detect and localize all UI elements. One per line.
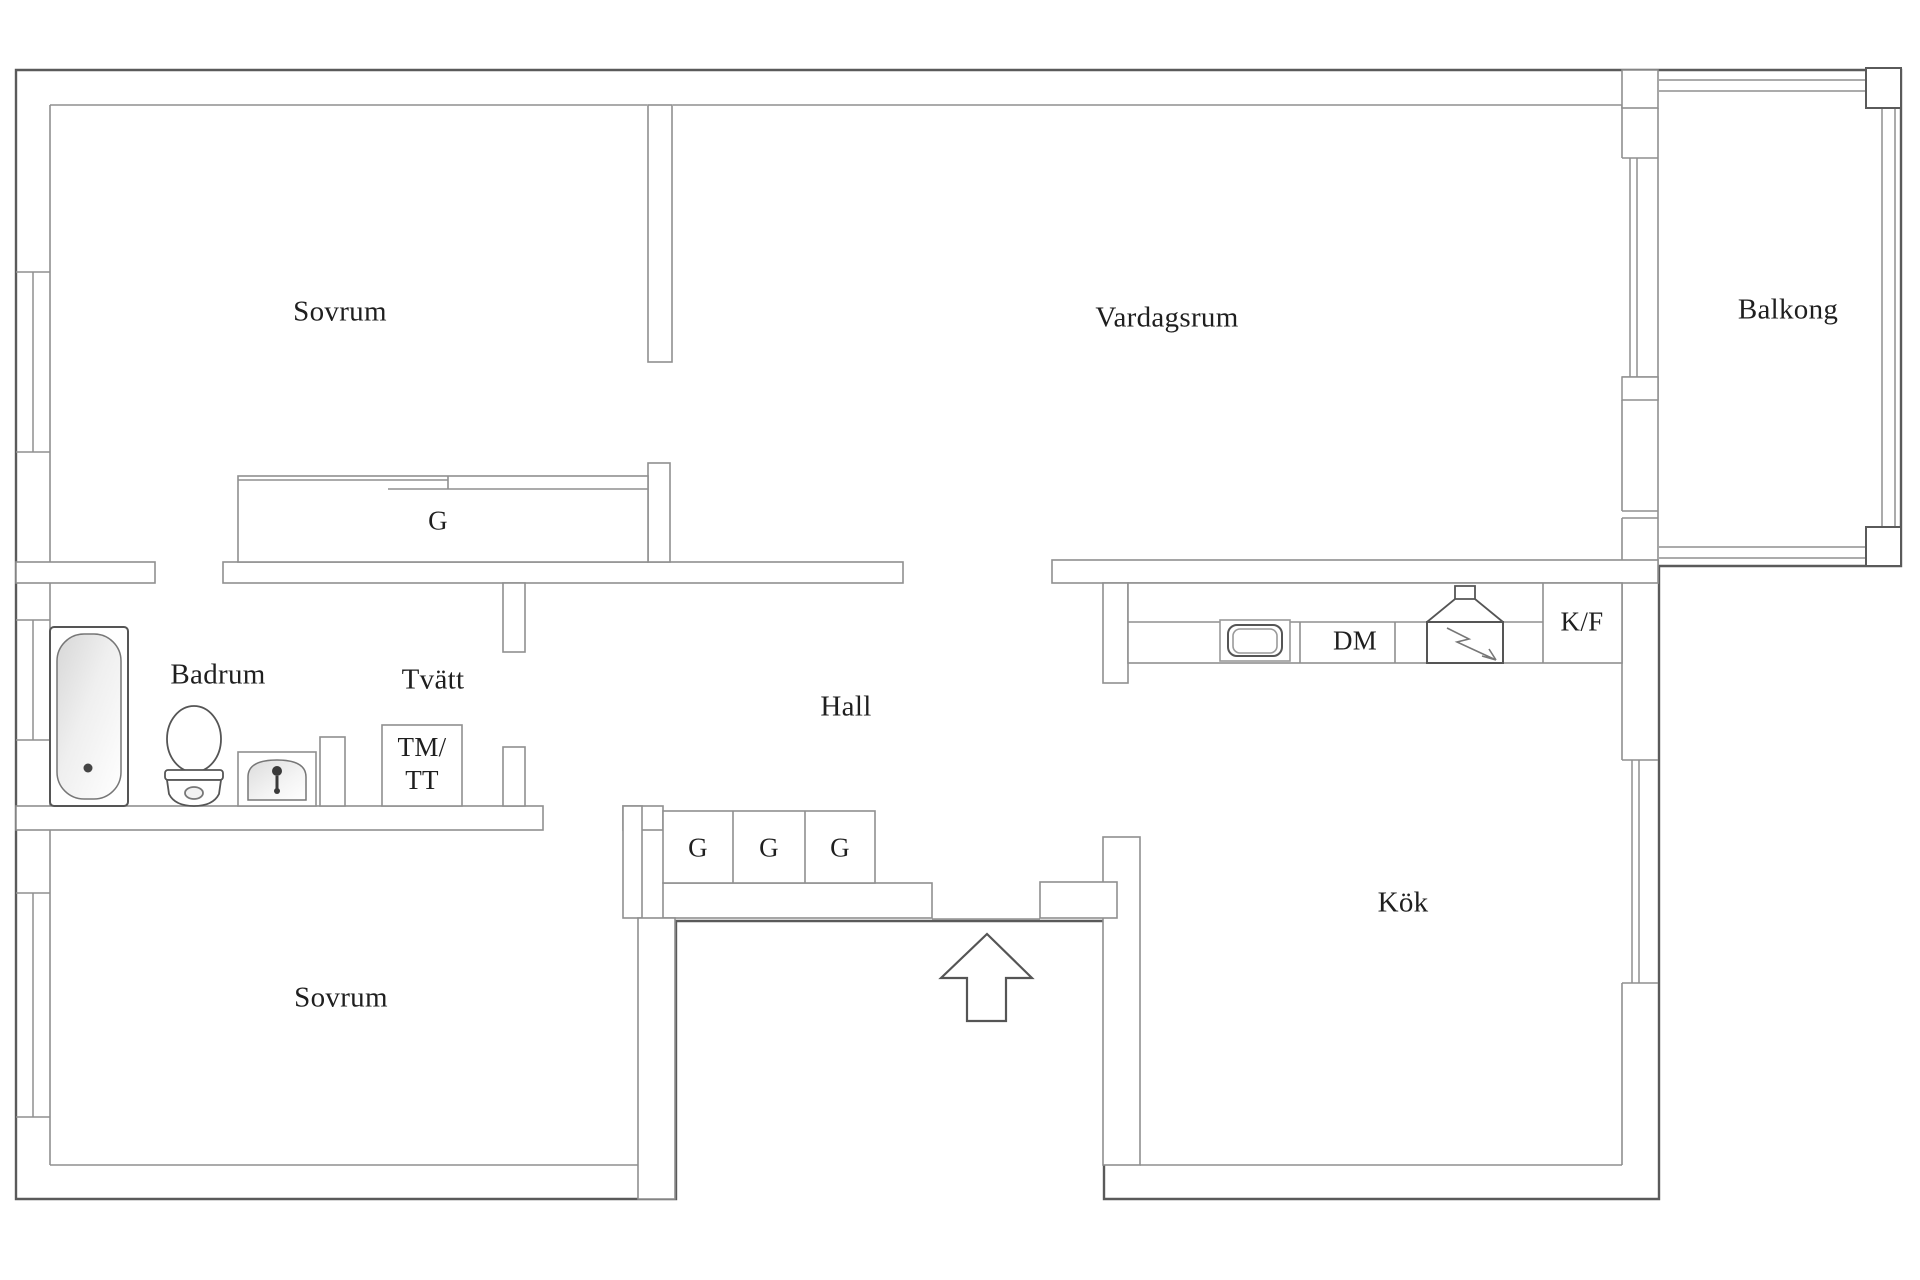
label-wardrobe-1: G bbox=[688, 832, 708, 863]
left-wall-windows bbox=[16, 271, 50, 1118]
right-wall-glazing bbox=[1621, 157, 1659, 984]
label-wardrobe-3: G bbox=[830, 832, 850, 863]
balcony-rails bbox=[1659, 67, 1902, 567]
label-fridge-freezer: K/F bbox=[1560, 606, 1604, 637]
interior-walls bbox=[15, 69, 1659, 1200]
label-wardrobe-large: G bbox=[428, 505, 448, 536]
label-washer-dryer-line2: TT bbox=[405, 765, 439, 795]
label-washer-dryer-line1: TM/ bbox=[397, 732, 447, 763]
kitchen-sink-icon bbox=[1219, 619, 1291, 662]
bathtub-icon bbox=[49, 626, 129, 807]
wardrobe-large-icon bbox=[237, 475, 649, 563]
room-label-laundry: Tvätt bbox=[401, 663, 465, 696]
room-label-bedroom-bottom: Sovrum bbox=[294, 981, 388, 1014]
washer-dryer-icon bbox=[381, 724, 463, 807]
toilet-icon bbox=[164, 705, 224, 807]
room-label-kitchen: Kök bbox=[1377, 886, 1429, 919]
bathroom-sink-icon bbox=[237, 751, 317, 807]
inner-wall-lines bbox=[49, 104, 1659, 1166]
window-bedroom-bottom-icon bbox=[16, 892, 50, 1118]
window-bedroom-top-icon bbox=[16, 271, 50, 453]
stove-icon bbox=[1426, 585, 1504, 664]
room-label-balcony: Balkong bbox=[1737, 293, 1839, 326]
kitchen-window-icon bbox=[1622, 759, 1658, 984]
wardrobe-row-icon bbox=[662, 810, 876, 884]
kitchen-counter bbox=[1127, 582, 1623, 664]
label-wardrobe-2: G bbox=[759, 832, 779, 863]
outer-walls bbox=[14, 68, 1903, 1201]
room-label-living-room: Vardagsrum bbox=[1095, 301, 1239, 334]
room-label-bathroom: Badrum bbox=[170, 658, 266, 691]
room-label-hall: Hall bbox=[820, 690, 872, 723]
window-bathroom-icon bbox=[16, 619, 50, 741]
label-dishwasher: DM bbox=[1332, 625, 1378, 656]
label-washer-dryer: TM/ TT bbox=[398, 731, 447, 797]
balcony-door-icon bbox=[1621, 157, 1659, 401]
room-label-bedroom-top: Sovrum bbox=[293, 295, 387, 328]
entry-arrow-icon bbox=[938, 932, 1035, 1023]
